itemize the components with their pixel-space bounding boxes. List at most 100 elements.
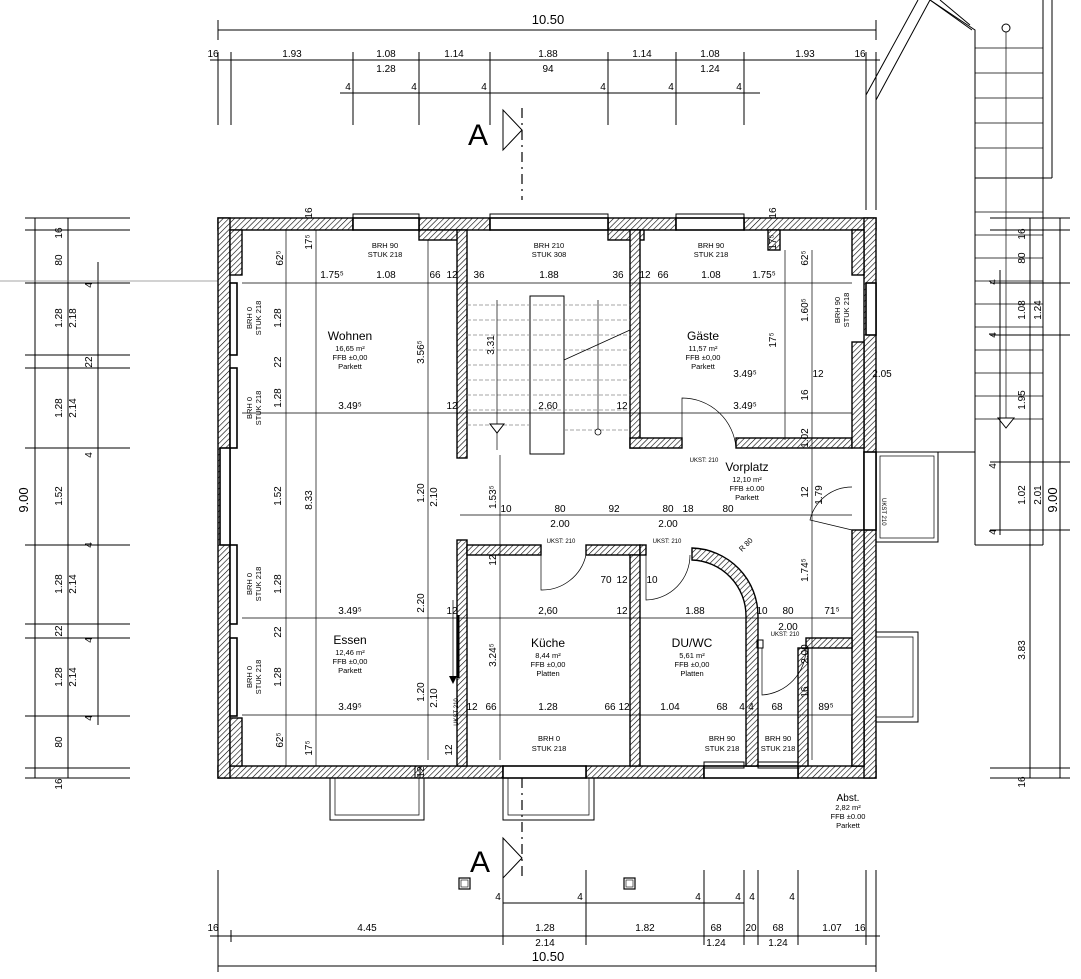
dim: 16 [1017,776,1028,788]
dim: 80 [782,606,794,617]
room-abst: Abst. 2,82 m² FFB ±0.00 Parkett [831,793,866,830]
dim: 4 [789,892,795,903]
room-floor: Parkett [691,362,716,371]
dim: 12 [446,270,458,281]
room-vorplatz: Vorplatz 12,10 m² FFB ±0.00 Parkett [725,460,768,502]
window-label: STUK 218 [254,567,263,602]
window-label: BRH 210 [534,241,564,250]
dim: 4 [739,702,745,713]
dim: 4 [577,892,583,903]
room-area: 12,46 m² [335,648,365,657]
dim: 2.05 [872,369,892,380]
window-label: STUK 218 [254,391,263,426]
dim: 17⁵ [768,332,779,347]
dim: 10 [756,606,768,617]
dim: 3.49⁵ [338,702,362,713]
dim: 68 [772,923,784,934]
window-label: STUK 218 [761,744,796,753]
room-floor: Parkett [338,362,363,371]
dim: 3.83 [1017,640,1028,660]
dim: 1.14 [632,49,652,60]
dim: 4 [84,452,95,458]
room-name: DU/WC [672,636,713,650]
room-name: Abst. [837,793,860,804]
window-label: BRH 0 [245,573,254,595]
room-essen: Essen 12,46 m² FFB ±0,00 Parkett [333,633,368,675]
dim: 3.24⁵ [488,643,499,667]
room-ffb: FFB ±0,00 [686,353,721,362]
room-ffb: FFB ±0,00 [675,660,710,669]
dim: 36 [612,270,624,281]
dim: 12 [416,766,427,778]
dim: 4 [735,892,741,903]
dim: 4 [988,463,999,469]
dim: 12 [488,554,499,566]
dim: 2.10 [429,487,440,507]
dim: 94 [542,64,554,75]
door-label: UKST: 210 [547,539,576,545]
dim: 12 [812,369,824,380]
dim: 1.04 [660,702,680,713]
dim: 4 [668,82,674,93]
dim: 16 [800,686,811,698]
dim: 16 [54,227,65,239]
window-label: BRH 90 [709,734,735,743]
dim: 1.08 [376,49,396,60]
dim: 1.24 [768,938,788,949]
dim: 4.45 [357,923,377,934]
room-ffb: FFB ±0.00 [831,812,866,821]
room-area: 12,10 m² [732,475,762,484]
dim: 3.49⁵ [338,606,362,617]
window-label: STUK 218 [368,250,403,259]
dim: 16 [207,49,219,60]
dim: 2.18 [68,308,79,328]
dim: 4 [736,82,742,93]
dim: 1.28 [54,398,65,418]
door-label: UKST: 210 [771,632,800,638]
dim: 4 [84,715,95,721]
dim: 16 [304,207,315,219]
dim: 2.00 [778,622,798,633]
dim: 1.52 [54,486,65,506]
overall-width-top: 10.50 [532,12,565,27]
dim: 1.20 [416,483,427,503]
radius-label: R 80 [737,536,755,554]
dim: 2.01 [1033,485,1044,505]
doors [414,397,853,779]
dim: 1.28 [538,702,558,713]
dim: 2.10 [429,688,440,708]
dim: 22 [273,356,284,368]
dim: 36 [473,270,485,281]
stair-dim: 3.31 [486,335,497,355]
room-floor: Platten [680,669,703,678]
dim: 3.49⁵ [733,401,757,412]
overall-width-bottom: 10.50 [532,949,565,964]
dim: 12 [616,575,628,586]
room-wohnen: Wohnen 16,65 m² FFB ±0,00 Parkett [328,329,372,371]
dim: 1.28 [376,64,396,75]
section-label: A [468,119,488,152]
dim: 4 [411,82,417,93]
dim: 1.28 [273,308,284,328]
dim: 1.28 [54,574,65,594]
section-marker-bottom: A [458,778,636,890]
dim: 4 [988,279,999,285]
dim: 92 [608,504,620,515]
dim: 4 [481,82,487,93]
dim: 12 [800,486,811,498]
section-label: A [470,846,490,879]
dim: 1.82 [635,923,655,934]
dim: 68 [716,702,728,713]
dim: 80 [722,504,734,515]
window-label: STUK 218 [842,293,851,328]
dim: 1.28 [54,308,65,328]
dim: 4 [988,332,999,338]
interior-walls [418,229,865,767]
dim: 3.56⁵ [416,340,427,364]
dim: 4 [600,82,606,93]
section-marker-top: A [468,108,523,200]
room-du-wc: DU/WC 5,61 m² FFB ±0,00 Platten [672,636,713,678]
dim: 71⁵ [824,606,839,617]
dim: 1.74⁵ [800,558,811,582]
room-floor: Parkett [836,821,861,830]
